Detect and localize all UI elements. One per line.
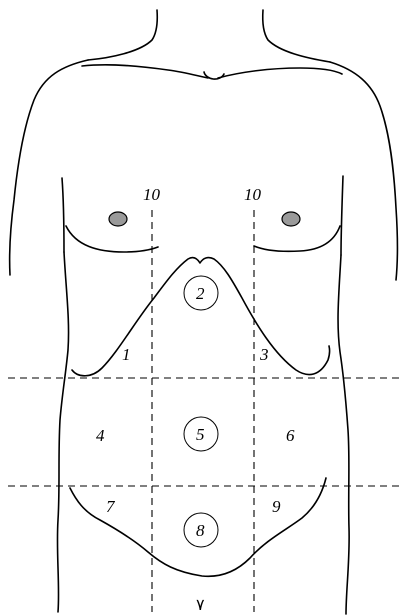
armpit-left-outline	[62, 178, 64, 252]
nipple-left-icon	[109, 212, 127, 226]
vertical-line-left-label: 10	[143, 185, 161, 204]
region-8-label: 8	[196, 521, 205, 540]
bottom-label: ٧	[196, 597, 205, 614]
shoulder-left-outline	[10, 60, 88, 275]
region-7-label: 7	[106, 497, 116, 516]
shoulder-right-outline	[330, 62, 398, 280]
chest-right-outline	[254, 226, 340, 251]
region-3-label: 3	[259, 345, 269, 364]
clavicle-right-outline	[218, 68, 342, 78]
region-5-label: 5	[196, 425, 205, 444]
vertical-line-right-label: 10	[244, 185, 262, 204]
waist-left-outline	[57, 252, 68, 612]
neck-right-outline	[263, 10, 330, 62]
waist-right-outline	[338, 255, 349, 614]
region-9-label: 9	[272, 497, 281, 516]
region-1-label: 1	[122, 345, 131, 364]
armpit-right-outline	[341, 176, 343, 255]
neck-left-outline	[88, 10, 157, 60]
nipple-right-icon	[282, 212, 300, 226]
region-2-label: 2	[196, 284, 205, 303]
region-4-label: 4	[96, 426, 105, 445]
rib-cage-outline	[72, 258, 330, 376]
chest-left-outline	[66, 226, 158, 252]
clavicle-left-outline	[82, 65, 208, 78]
region-6-label: 6	[286, 426, 295, 445]
